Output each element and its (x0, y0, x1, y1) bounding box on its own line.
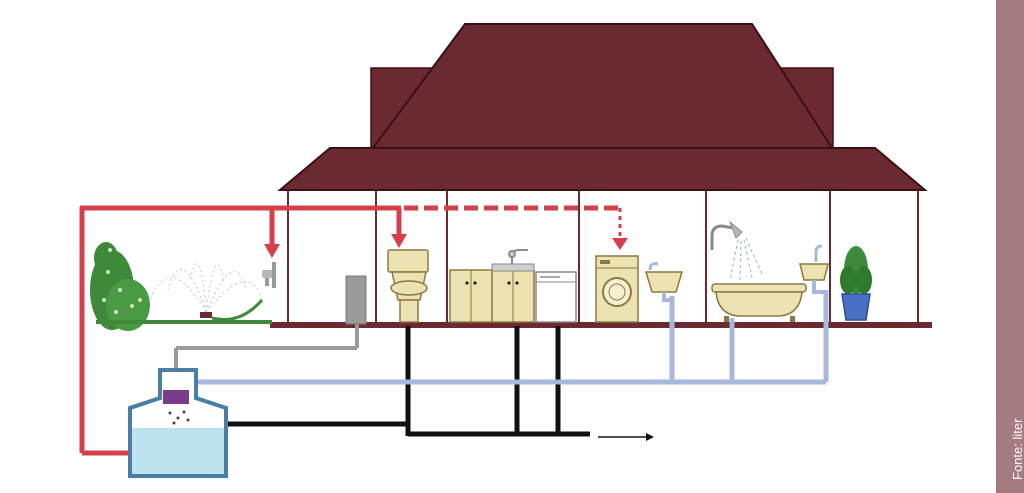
bush-icon (90, 242, 150, 331)
bathtub-icon (711, 283, 807, 322)
washing-machine-icon (595, 255, 639, 323)
debris-particles (168, 410, 190, 425)
faucet-icon (262, 262, 276, 288)
side-band (996, 0, 1024, 493)
grey-water-pipes (166, 290, 829, 385)
rainwater-harvesting-diagram (79, 23, 932, 478)
house-structure (287, 190, 919, 326)
cistern-tank-icon (128, 368, 228, 478)
sink-basin (491, 263, 535, 272)
gutter-pipe (174, 300, 359, 372)
kitchen-faucet-icon (508, 249, 528, 264)
potted-plant-icon (840, 246, 872, 321)
supply-pipes (79, 205, 622, 456)
tank-water (132, 428, 224, 474)
gutter-downpipe-icon (345, 275, 367, 325)
toilet-icon (387, 249, 429, 323)
supply-arrowheads (264, 234, 628, 258)
floor-slab (270, 322, 932, 328)
source-credit: Fonte: liter (1010, 418, 1024, 480)
washbasin-icon (644, 262, 684, 302)
roof-upper (371, 23, 834, 149)
bathroom-washbasin-icon (799, 244, 829, 294)
flow-direction-arrow-icon (598, 433, 654, 441)
garden-ground (96, 320, 272, 324)
shower-head-icon (710, 220, 763, 281)
arrow-to-washing-machine (612, 238, 628, 250)
roof-eaves (277, 147, 928, 191)
roof (277, 23, 928, 191)
filter-icon (163, 390, 189, 404)
arrow-to-garden (264, 244, 280, 258)
arrow-to-toilet (391, 234, 407, 248)
dishwasher-icon (535, 271, 577, 323)
garden-sprinkler-icon (149, 263, 264, 321)
kitchen-cabinet-icon (449, 269, 535, 323)
